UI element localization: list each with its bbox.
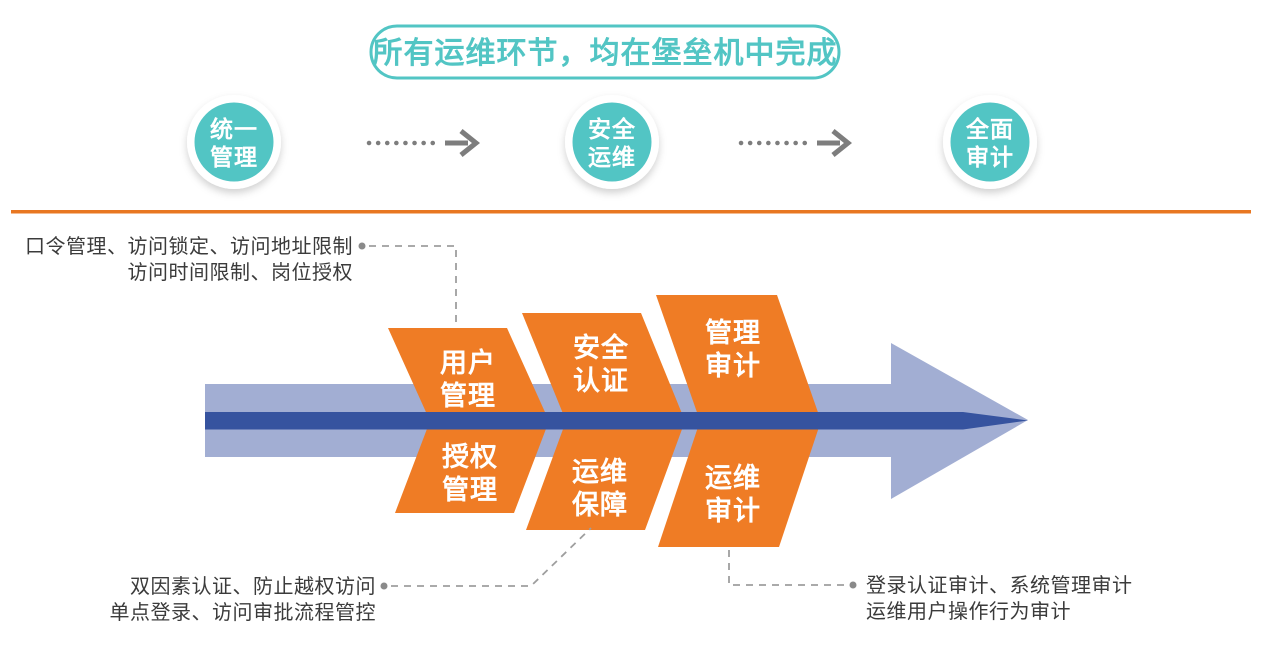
chevron-label-line1: 安全 xyxy=(573,332,629,363)
chevron-label-operations-audit: 运维 审计 xyxy=(705,463,761,526)
stage-circle-unified-management: 统一 管理 xyxy=(187,95,281,189)
chevron-label-line2: 审计 xyxy=(705,350,761,381)
connector-user-management xyxy=(358,242,457,322)
stage-disc xyxy=(194,102,274,182)
chevron-label-authorization-management: 授权 管理 xyxy=(442,442,498,505)
annotation-line1: 口令管理、访问锁定、访问地址限制 xyxy=(25,235,353,258)
stage-label-line2: 管理 xyxy=(210,144,258,170)
connector-dashed-line xyxy=(369,245,457,322)
chevron-label-line1: 用户 xyxy=(440,347,496,378)
chevron-label-line2: 管理 xyxy=(440,381,496,411)
chevron-label-operations-support: 运维 保障 xyxy=(571,457,628,520)
chevron-label-line2: 认证 xyxy=(573,366,629,396)
banner-text: 所有运维环节，均在堡垒机中完成 xyxy=(373,36,838,70)
chevron-label-line2: 审计 xyxy=(705,495,761,526)
stage-label-line1: 安全 xyxy=(588,116,636,142)
chevron-label-line1: 管理 xyxy=(705,318,761,348)
annotation-user-management: 口令管理、访问锁定、访问地址限制 访问时间限制、岗位授权 xyxy=(25,235,353,284)
connector-authentication xyxy=(380,527,592,590)
annotation-audit: 登录认证审计、系统管理审计 运维用户操作行为审计 xyxy=(866,574,1133,623)
chevron-label-line2: 管理 xyxy=(442,475,498,505)
chevron-label-user-management: 用户 管理 xyxy=(440,347,496,411)
divider-line xyxy=(11,210,1251,214)
stage-disc xyxy=(950,102,1030,182)
annotation-line1: 双因素认证、防止越权访问 xyxy=(130,575,376,598)
flow-arrow-core-line xyxy=(205,412,1028,430)
annotation-authentication: 双因素认证、防止越权访问 单点登录、访问审批流程管控 xyxy=(110,575,377,624)
stage-label-line1: 全面 xyxy=(965,116,1014,142)
arrow-head xyxy=(831,129,853,157)
stage-disc xyxy=(572,102,652,182)
connector-dashed-line xyxy=(728,550,844,586)
annotation-line2: 运维用户操作行为审计 xyxy=(866,600,1071,623)
stage-label-line2: 审计 xyxy=(966,144,1014,170)
annotation-line1: 登录认证审计、系统管理审计 xyxy=(866,574,1133,597)
connector-bullet-dot xyxy=(849,581,857,589)
chevron-label-line1: 运维 xyxy=(572,457,628,487)
chevron-label-line1: 授权 xyxy=(442,442,498,472)
chevron-label-security-authentication: 安全 认证 xyxy=(573,332,629,396)
dotted-arrow-icon xyxy=(366,129,481,157)
annotation-line2: 单点登录、访问审批流程管控 xyxy=(110,601,377,624)
stage-label-line1: 统一 xyxy=(210,116,258,142)
connector-dashed-line xyxy=(391,527,592,587)
banner-box xyxy=(369,24,841,80)
stage-label-line2: 运维 xyxy=(588,144,636,170)
connector-bullet-dot xyxy=(380,582,388,590)
connector-audit xyxy=(728,550,857,589)
chevron-label-line1: 运维 xyxy=(705,463,761,493)
annotation-line2: 访问时间限制、岗位授权 xyxy=(128,261,354,284)
chevron-label-management-audit: 管理 审计 xyxy=(705,318,761,381)
arrow-head xyxy=(459,129,481,157)
stage-circle-full-audit: 全面 审计 xyxy=(943,95,1037,189)
dotted-arrow-icon xyxy=(738,129,853,157)
chevron-label-line2: 保障 xyxy=(571,489,628,520)
connector-bullet-dot xyxy=(358,242,366,250)
stage-circle-secure-operations: 安全 运维 xyxy=(565,95,659,189)
